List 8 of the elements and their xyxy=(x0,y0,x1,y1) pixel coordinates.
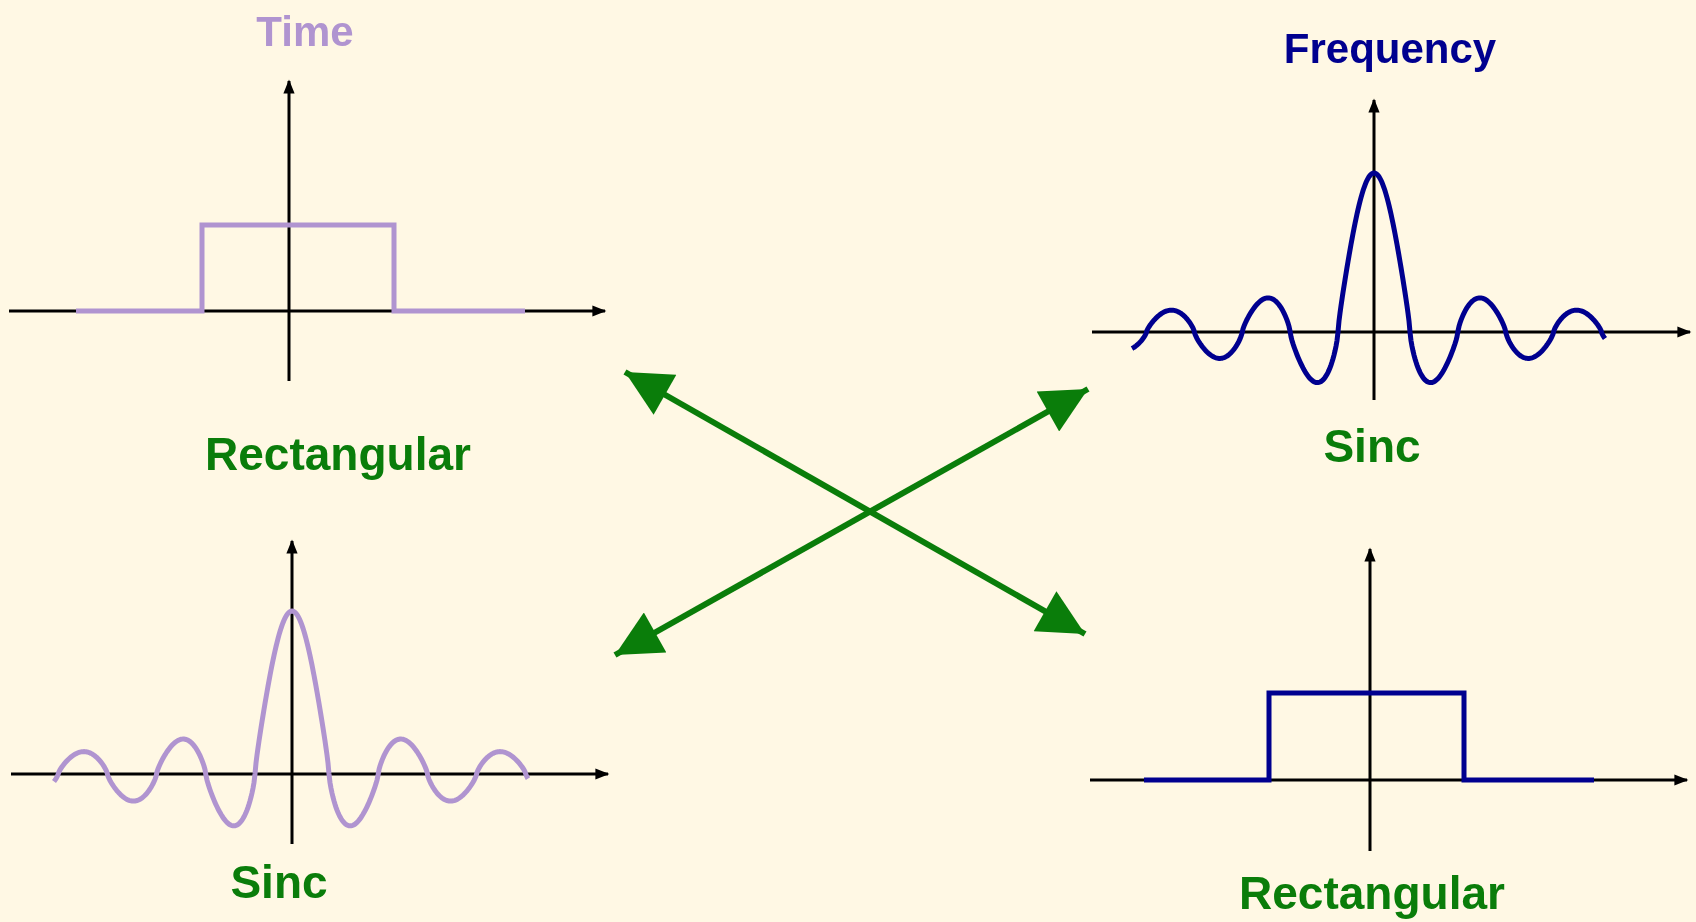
double-headed-arrow xyxy=(613,386,1090,658)
graph-caption: Rectangular xyxy=(1239,867,1505,919)
column-heading: Time xyxy=(256,8,354,56)
column-heading: Frequency xyxy=(1283,25,1497,73)
graph-caption: Sinc xyxy=(230,856,328,908)
graph-caption: Sinc xyxy=(1323,420,1421,472)
double-headed-arrow xyxy=(623,369,1087,637)
graph-caption: Rectangular xyxy=(205,428,471,480)
